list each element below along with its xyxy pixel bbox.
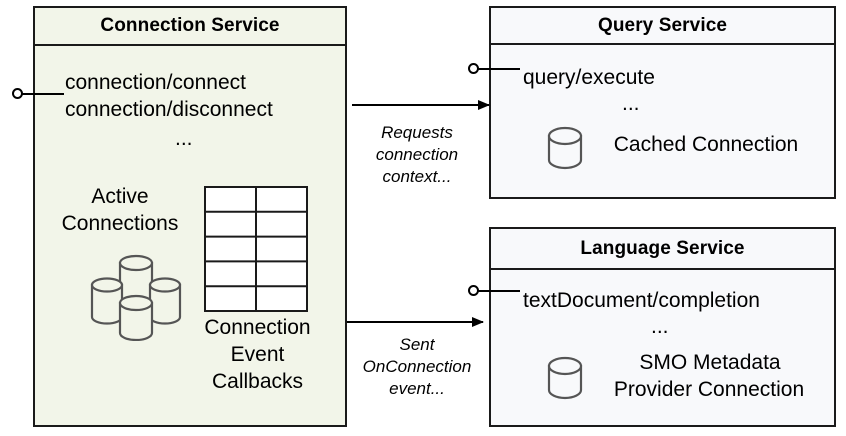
connection-service-api-ellipsis: ... [175,127,193,150]
component-language-service[interactable]: Language Service textDocument/completion… [489,227,836,427]
language-service-api-completion: textDocument/completion [523,289,760,312]
query-service-api-ellipsis: ... [622,92,640,115]
language-service-title: Language Service [491,229,834,270]
connection-event-callbacks-label-line2: Event [230,343,285,366]
edge-label-line1: Sent [399,335,435,354]
connection-event-callbacks-label-line1: Connection [204,316,311,339]
active-connections-label-line1: Active [91,185,149,208]
edge-label-requests-connection-context: Requests connection context... [352,122,482,188]
database-icon [547,356,583,400]
language-service-body: textDocument/completion ... SMO Metadata… [491,270,834,425]
connection-service-title: Connection Service [35,8,345,46]
edge-label-sent-onconnection-event: Sent OnConnection event... [352,334,482,400]
query-service-socket[interactable] [468,63,520,75]
language-service-api-ellipsis: ... [651,315,669,338]
smo-metadata-label-line1: SMO Metadata [639,351,781,374]
socket-stem [477,68,520,70]
edge-label-line1: Requests [381,123,453,142]
cached-connection-label: Cached Connection [613,133,799,156]
component-query-service[interactable]: Query Service query/execute ... Cached C… [489,6,836,199]
edge-label-line2: OnConnection [362,357,472,376]
database-icon [547,126,583,170]
component-connection-service[interactable]: Connection Service connection/connect co… [33,6,347,427]
language-service-socket[interactable] [468,285,520,297]
smo-metadata-label-line2: Provider Connection [613,378,805,401]
socket-circle-icon [468,63,479,74]
query-service-api-execute: query/execute [523,66,655,89]
edge-label-line3: context... [382,167,452,186]
table-grid-icon [204,186,308,312]
socket-circle-icon [468,285,479,296]
query-service-title: Query Service [491,8,834,45]
connection-event-callbacks-label-line3: Callbacks [211,370,304,393]
socket-stem [21,93,64,95]
socket-circle-icon [12,88,23,99]
socket-stem [477,290,520,292]
edge-label-line3: event... [389,379,445,398]
connection-service-body: connection/connect connection/disconnect… [35,46,345,425]
connection-service-api-disconnect: connection/disconnect [65,98,273,121]
database-cluster-icon [87,241,197,342]
connection-service-socket[interactable] [12,88,64,100]
active-connections-label-line2: Connections [61,212,179,235]
query-service-body: query/execute ... Cached Connection [491,45,834,197]
connection-service-api-connect: connection/connect [65,71,246,94]
edge-label-line2: connection [375,145,459,164]
